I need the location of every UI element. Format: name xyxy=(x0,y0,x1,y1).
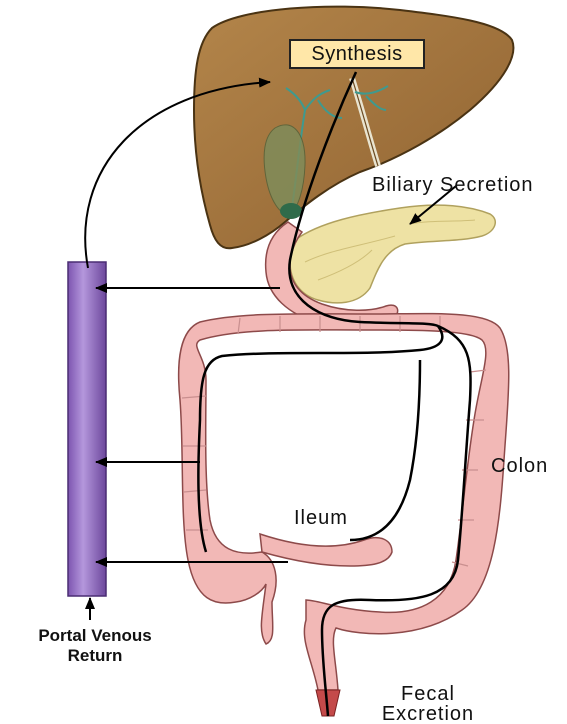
fecal-excretion-label: Fecal Excretion xyxy=(368,684,488,724)
colon xyxy=(179,314,509,690)
portal-vein xyxy=(68,262,106,596)
pancreas xyxy=(290,205,495,303)
fecal-excretion-line-2: Excretion xyxy=(368,704,488,724)
biliary-secretion-label: Biliary Secretion xyxy=(372,175,534,195)
synthesis-label: Synthesis xyxy=(289,39,425,69)
fecal-excretion-line-1: Fecal xyxy=(368,684,488,704)
portal-venous-return-line-1: Portal Venous xyxy=(0,626,190,646)
ileum-label: Ileum xyxy=(294,508,348,528)
portal-venous-return-label: Portal Venous Return xyxy=(0,626,190,666)
portal-venous-return-line-2: Return xyxy=(0,646,190,666)
colon-label: Colon xyxy=(491,456,548,476)
